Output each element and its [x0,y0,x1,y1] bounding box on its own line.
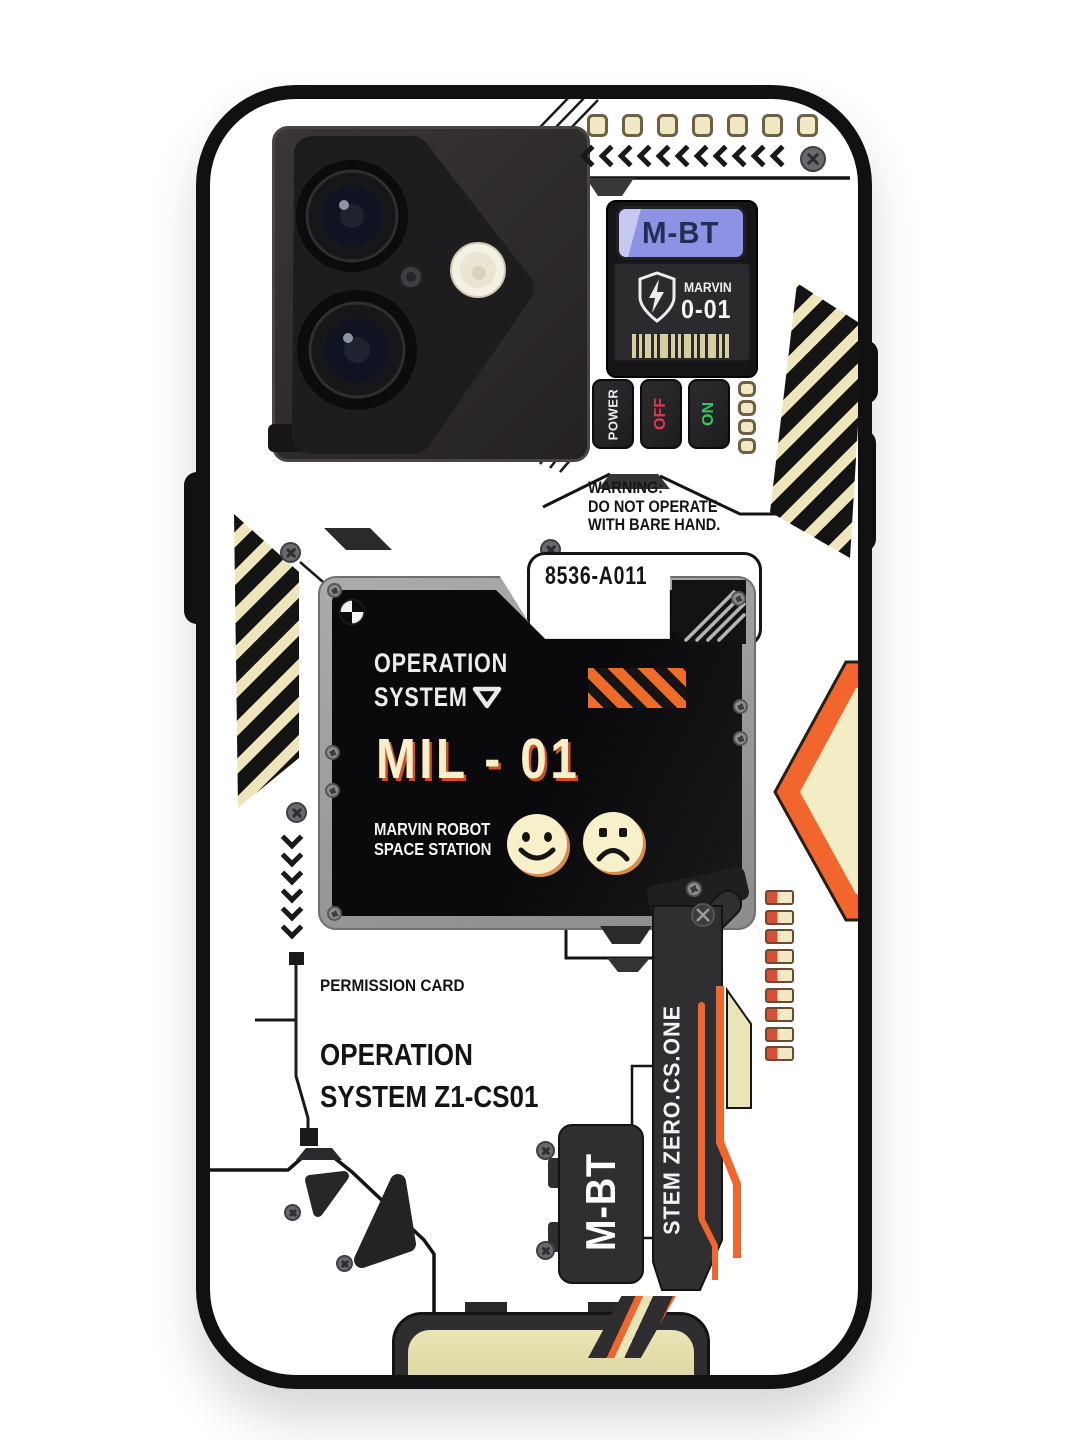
os-title-1: OPERATION [374,648,509,678]
flash-icon [450,242,506,298]
panel-tab [600,926,652,944]
battery-brand: MARVIN [684,280,732,295]
chip-dot-icon [762,114,783,137]
screw-icon [733,699,748,714]
screw-icon [733,731,748,746]
phone-case: M-BT MARVIN 0-01 [196,85,872,1389]
side-module [630,889,752,1291]
screw-icon [327,583,342,598]
chip-dot-icon [622,114,643,137]
serial-code: 8536-A011 [545,562,648,590]
warning-text: WARNING: DO NOT OPERATE WITH BARE HAND. [588,479,721,534]
chip-dot-icon [657,114,678,137]
camera-lens-icon [297,290,417,410]
permission-label: PERMISSION CARD [320,976,465,995]
case-print-art: M-BT MARVIN 0-01 [210,99,858,1375]
chip-dot-icon [738,381,756,397]
smd-component [765,929,794,944]
battery-badge: M-BT [616,206,746,260]
camera-sensor-icon [399,265,423,289]
id-card-label: M-BT [577,1152,624,1252]
shield-bolt-icon [638,271,676,323]
smd-component [765,1046,794,1061]
camera-module [268,136,534,454]
screw-icon [536,1241,555,1260]
battery-unit: 0-01 [681,294,732,324]
smiley-icon [507,814,567,874]
chip-dot-icon [727,114,748,137]
smd-component [765,968,794,983]
chevron-row [579,144,793,168]
screw-icon [325,745,340,760]
os-model-code: MIL - 01 [376,727,581,791]
screw-icon [800,146,826,172]
chevron-down-icon [280,916,304,940]
triangle-down-icon [472,686,502,709]
face-icons [507,812,646,877]
chip-dot-icon [692,114,713,137]
chip-dot-icon [738,419,756,435]
screw-icon [284,1204,301,1221]
vent-corner [672,580,746,644]
screw-icon [286,802,307,823]
camera-lens-icon [296,160,408,272]
chip-dot-row [587,114,818,137]
hexagon-accent [773,660,858,922]
os-caption: MARVIN ROBOT SPACE STATION [374,819,492,859]
screw-icon [325,783,340,798]
smd-component [765,987,794,1003]
screw-icon [327,906,342,921]
chip-dot-icon [738,438,756,454]
battery-badge-label: M-BT [642,215,720,250]
side-module-vertical-label: STEM ZERO.CS.ONE [658,1005,685,1235]
chip-dot-column [738,381,756,454]
permission-title: OPERATION SYSTEM Z1-CS01 [320,1037,539,1114]
screw-icon [336,1255,353,1272]
screw-icon [686,881,702,897]
screw-icon [280,542,301,563]
id-card [558,1124,644,1284]
on-key: ON [688,379,730,449]
hazard-stripes-left [234,514,299,808]
barcode [632,334,729,358]
os-title-2: SYSTEM [374,682,468,712]
chevron-down-column [280,826,304,940]
sad-face-icon [583,812,643,872]
smd-component [765,909,794,925]
screw-icon [536,1141,555,1160]
fiducial-icon [339,599,365,625]
chevron-left-icon [769,144,793,168]
smd-component-column [765,890,794,1061]
smd-component [765,1007,794,1022]
power-label-key: POWER [592,379,634,449]
smd-component [765,890,794,905]
chip-dot-icon [738,400,756,416]
orange-hazard-patch [588,668,686,708]
off-key: OFF [640,379,682,449]
smd-component [765,948,794,964]
chip-dot-icon [797,114,818,137]
screw-icon [731,591,746,606]
smd-component [765,1026,794,1042]
chip-dot-icon [587,114,608,137]
